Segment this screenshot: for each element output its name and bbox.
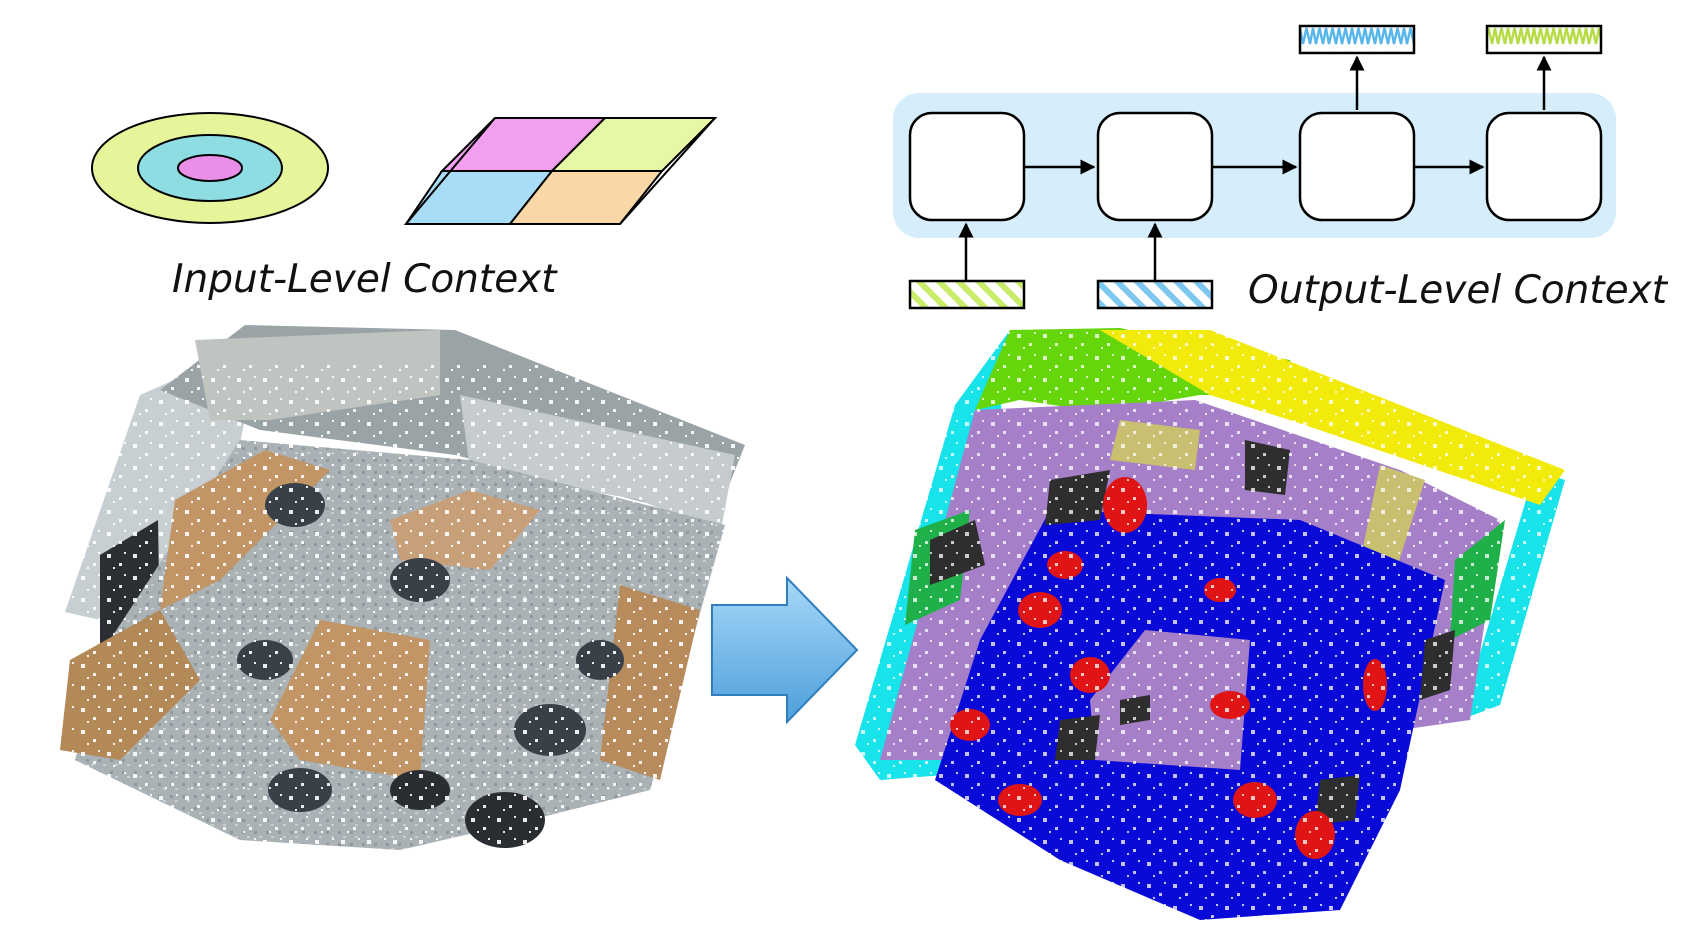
grid-partition-icon (403, 117, 718, 225)
segmented-point-cloud-scene (850, 325, 1570, 930)
input-feature-green-bar (908, 279, 1026, 310)
rnn-cell-2 (1096, 111, 1214, 222)
rnn-cell-3 (1298, 111, 1416, 222)
output-feature-green-bar (1485, 24, 1603, 55)
input-level-context: Input-Level Context (91, 112, 718, 302)
input-feature-blue-bar (1096, 279, 1214, 310)
input-level-label: Input-Level Context (172, 257, 558, 302)
concentric-ellipses-icon (91, 112, 329, 224)
rnn-cell-4 (1485, 111, 1603, 222)
inner-ellipse (177, 154, 243, 182)
output-feature-blue-bar (1298, 24, 1416, 55)
output-level-label: Output-Level Context (1248, 268, 1669, 313)
rnn-cell-1 (908, 111, 1026, 222)
rnn-panel (893, 93, 1616, 238)
input-point-cloud-scene (60, 325, 745, 850)
output-level-context: Output-Level Context (893, 24, 1669, 313)
right-arrow-icon (711, 575, 859, 725)
